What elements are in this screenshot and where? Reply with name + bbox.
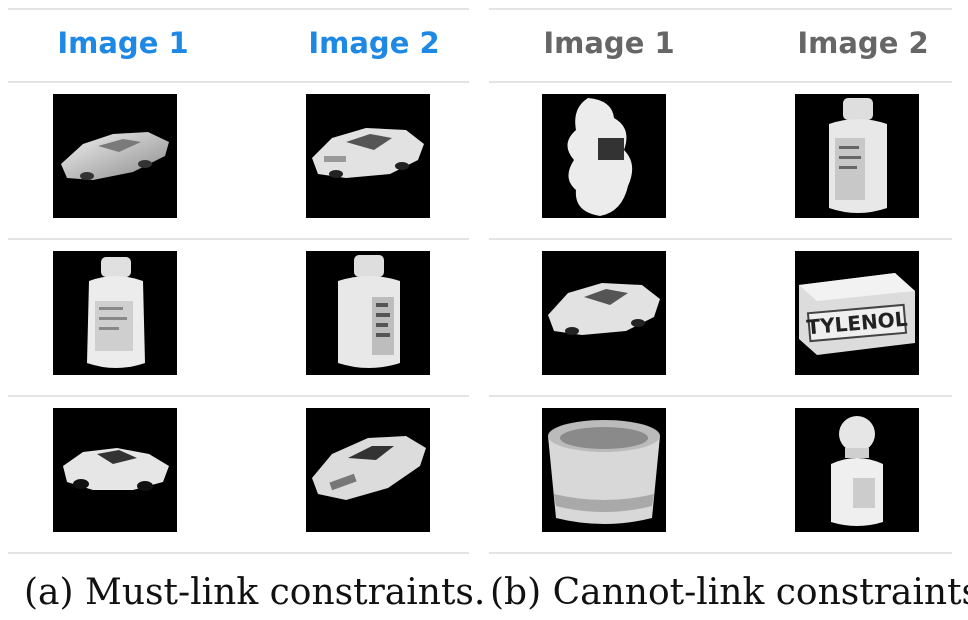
- header-image-1: Image 1: [543, 26, 675, 60]
- header-image-2: Image 2: [308, 26, 440, 60]
- table-top-rule: [8, 8, 469, 10]
- table-bottom-rule: [8, 552, 469, 554]
- pill-bottle-image: [306, 251, 430, 375]
- row-rule: [8, 238, 469, 240]
- bottle-image: [795, 408, 919, 532]
- header-rule: [489, 81, 952, 83]
- table-top-rule: [489, 8, 952, 10]
- pill-bottle-image: [53, 251, 177, 375]
- table-bottom-rule: [489, 552, 952, 554]
- pill-bottle-image: [795, 94, 919, 218]
- figurine-image: [542, 94, 666, 218]
- header-image-1: Image 1: [57, 26, 189, 60]
- row-rule: [489, 238, 952, 240]
- ceramic-cup-image: [542, 408, 666, 532]
- header-rule: [8, 81, 469, 83]
- header-image-2: Image 2: [797, 26, 929, 60]
- toy-car-image: [53, 94, 177, 218]
- caption-a: (a) Must-link constraints.: [24, 572, 486, 613]
- row-rule: [8, 395, 469, 397]
- table-header: Image 1 Image 2: [489, 8, 952, 82]
- row-rule: [489, 395, 952, 397]
- toy-car-image: [542, 251, 666, 375]
- toy-car-image: [306, 94, 430, 218]
- table-header: Image 1 Image 2: [8, 8, 469, 82]
- toy-car-image: [306, 408, 430, 532]
- tylenol-box-image: TYLENOL: [795, 251, 919, 375]
- caption-b: (b) Cannot-link constraints.: [490, 572, 968, 613]
- toy-car-image: [53, 408, 177, 532]
